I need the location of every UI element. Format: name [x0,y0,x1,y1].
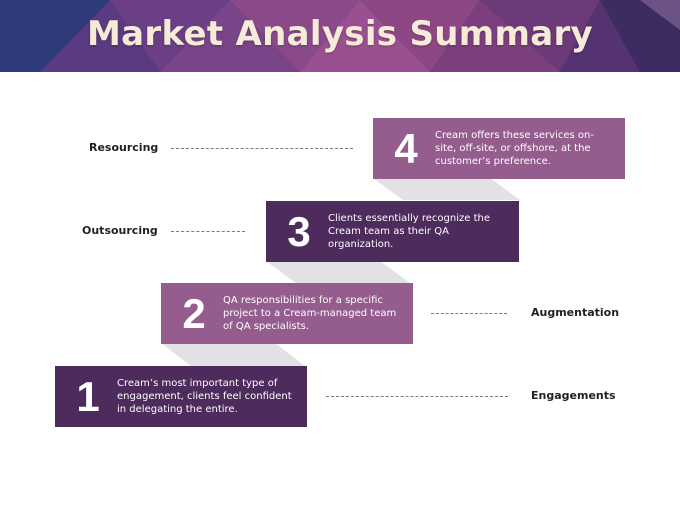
step-number: 1 [76,372,100,420]
step-1-box: 1 Cream’s most important type of engagem… [55,366,307,427]
page-title: Market Analysis Summary [87,14,593,54]
label-engagements: Engagements [531,389,616,402]
step-number: 4 [394,124,418,172]
step-3-box: 3 Clients essentially recognize the Crea… [266,201,519,262]
step-2-box: 2 QA responsibilities for a specific pro… [161,283,413,344]
step-description: Cream’s most important type of engagemen… [117,378,292,415]
label-outsourcing: Outsourcing [82,224,158,237]
dashed-connector [431,313,507,314]
dashed-connector [326,396,508,397]
step-number: 3 [287,207,311,255]
step-description: QA responsibilities for a specific proje… [223,295,397,332]
dashed-connector [171,231,245,232]
step-description: Clients essentially recognize the Cream … [328,213,490,250]
label-resourcing: Resourcing [89,141,159,154]
banner-triangle-pattern [0,0,680,72]
step-4-box: 4 Cream offers these services on-site, o… [373,118,625,179]
label-augmentation: Augmentation [531,306,620,319]
step-description: Cream offers these services on-site, off… [435,130,594,167]
step-number: 2 [182,289,206,337]
header-banner: Market Analysis Summary [0,0,680,72]
dashed-connector [171,148,353,149]
